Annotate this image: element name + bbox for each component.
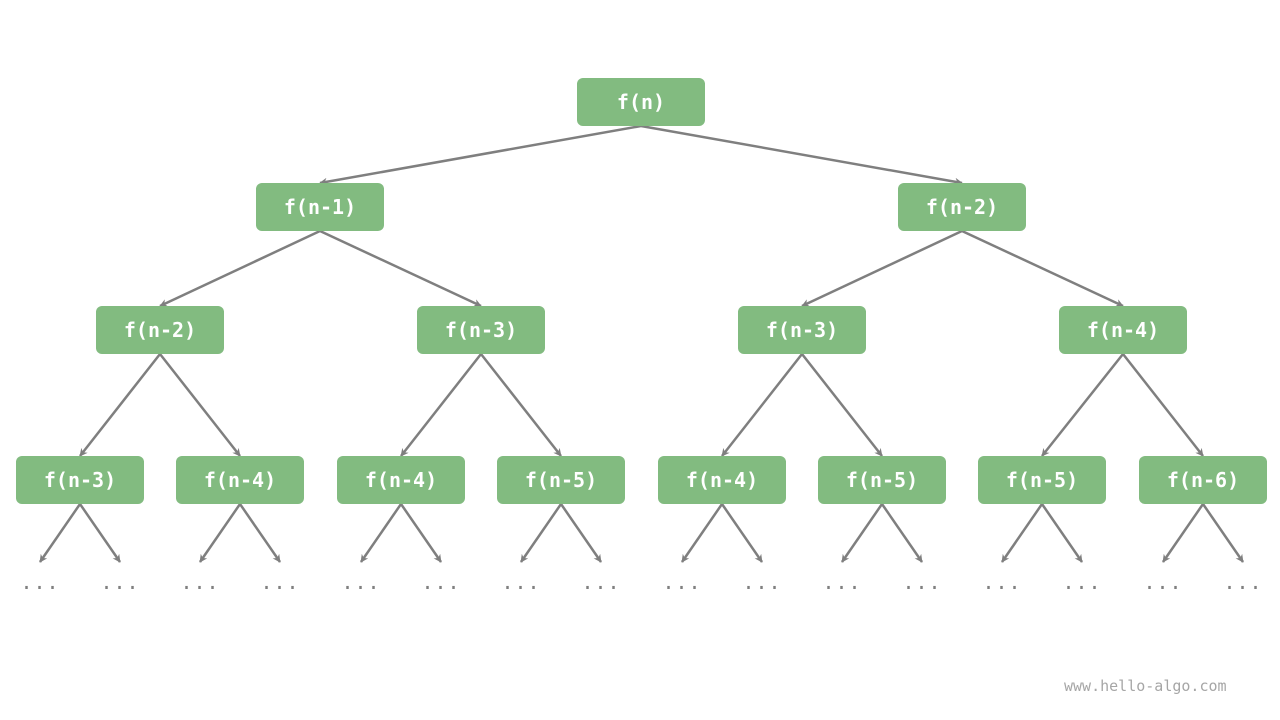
- watermark: www.hello-algo.com: [1064, 677, 1227, 695]
- edge-leaf-5-to-1: [880, 503, 924, 563]
- edge-leaf-3-to-1: [559, 503, 603, 563]
- edge-leaf-4-to-1: [720, 503, 764, 563]
- ellipsis-11: ...: [902, 570, 942, 594]
- edge-l2-2-to-1: [801, 353, 883, 457]
- tree-node-l3-6: f(n-5): [978, 456, 1106, 504]
- ellipsis-9: ...: [742, 570, 782, 594]
- edge-leaf-7-to-1: [1201, 503, 1245, 563]
- edge-leaf-4-to-0: [680, 503, 724, 563]
- edge-l0-0-to-1: [640, 124, 963, 186]
- ellipsis-10: ...: [822, 570, 862, 594]
- edge-l2-1-to-0: [400, 353, 482, 457]
- edge-leaf-1-to-1: [238, 503, 282, 563]
- edge-l1-0-to-1: [319, 229, 482, 308]
- tree-node-l2-0: f(n-2): [96, 306, 224, 354]
- edge-leaf-6-to-1: [1040, 503, 1084, 563]
- edge-l1-1-to-0: [801, 229, 963, 308]
- tree-node-root: f(n): [577, 78, 705, 126]
- ellipsis-13: ...: [1062, 570, 1102, 594]
- tree-node-l3-3: f(n-5): [497, 456, 625, 504]
- edge-leaf-2-to-1: [399, 503, 443, 563]
- edge-leaf-3-to-0: [519, 503, 563, 563]
- ellipsis-6: ...: [501, 570, 541, 594]
- edge-l2-3-to-1: [1122, 353, 1204, 457]
- edge-l2-0-to-0: [79, 353, 161, 457]
- edge-leaf-1-to-0: [198, 503, 242, 563]
- edge-l2-1-to-1: [480, 353, 562, 457]
- edge-leaf-6-to-0: [1000, 503, 1044, 563]
- edge-leaf-7-to-0: [1161, 503, 1205, 563]
- tree-node-l3-7: f(n-6): [1139, 456, 1267, 504]
- ellipsis-1: ...: [100, 570, 140, 594]
- tree-node-l1-1: f(n-2): [898, 183, 1026, 231]
- tree-node-l2-3: f(n-4): [1059, 306, 1187, 354]
- ellipsis-3: ...: [260, 570, 300, 594]
- edge-l2-3-to-0: [1041, 353, 1124, 457]
- tree-node-l2-1: f(n-3): [417, 306, 545, 354]
- ellipsis-12: ...: [982, 570, 1022, 594]
- ellipsis-15: ...: [1223, 570, 1263, 594]
- ellipsis-7: ...: [581, 570, 621, 594]
- tree-node-l1-0: f(n-1): [256, 183, 384, 231]
- tree-node-l3-1: f(n-4): [176, 456, 304, 504]
- ellipsis-4: ...: [341, 570, 381, 594]
- tree-node-l3-2: f(n-4): [337, 456, 465, 504]
- edge-l2-2-to-0: [721, 353, 803, 457]
- edge-leaf-0-to-0: [38, 503, 82, 563]
- edge-l1-0-to-0: [159, 229, 321, 308]
- ellipsis-0: ...: [20, 570, 60, 594]
- tree-node-l3-4: f(n-4): [658, 456, 786, 504]
- edge-leaf-2-to-0: [359, 503, 403, 563]
- ellipsis-5: ...: [421, 570, 461, 594]
- ellipsis-8: ...: [662, 570, 702, 594]
- tree-node-l3-5: f(n-5): [818, 456, 946, 504]
- edge-l1-1-to-1: [961, 229, 1124, 308]
- edge-leaf-5-to-0: [840, 503, 884, 563]
- ellipsis-14: ...: [1143, 570, 1183, 594]
- ellipsis-2: ...: [180, 570, 220, 594]
- tree-node-l2-2: f(n-3): [738, 306, 866, 354]
- edge-l2-0-to-1: [159, 353, 241, 457]
- tree-node-l3-0: f(n-3): [16, 456, 144, 504]
- edge-l0-0-to-0: [319, 124, 642, 186]
- edge-leaf-0-to-1: [78, 503, 122, 563]
